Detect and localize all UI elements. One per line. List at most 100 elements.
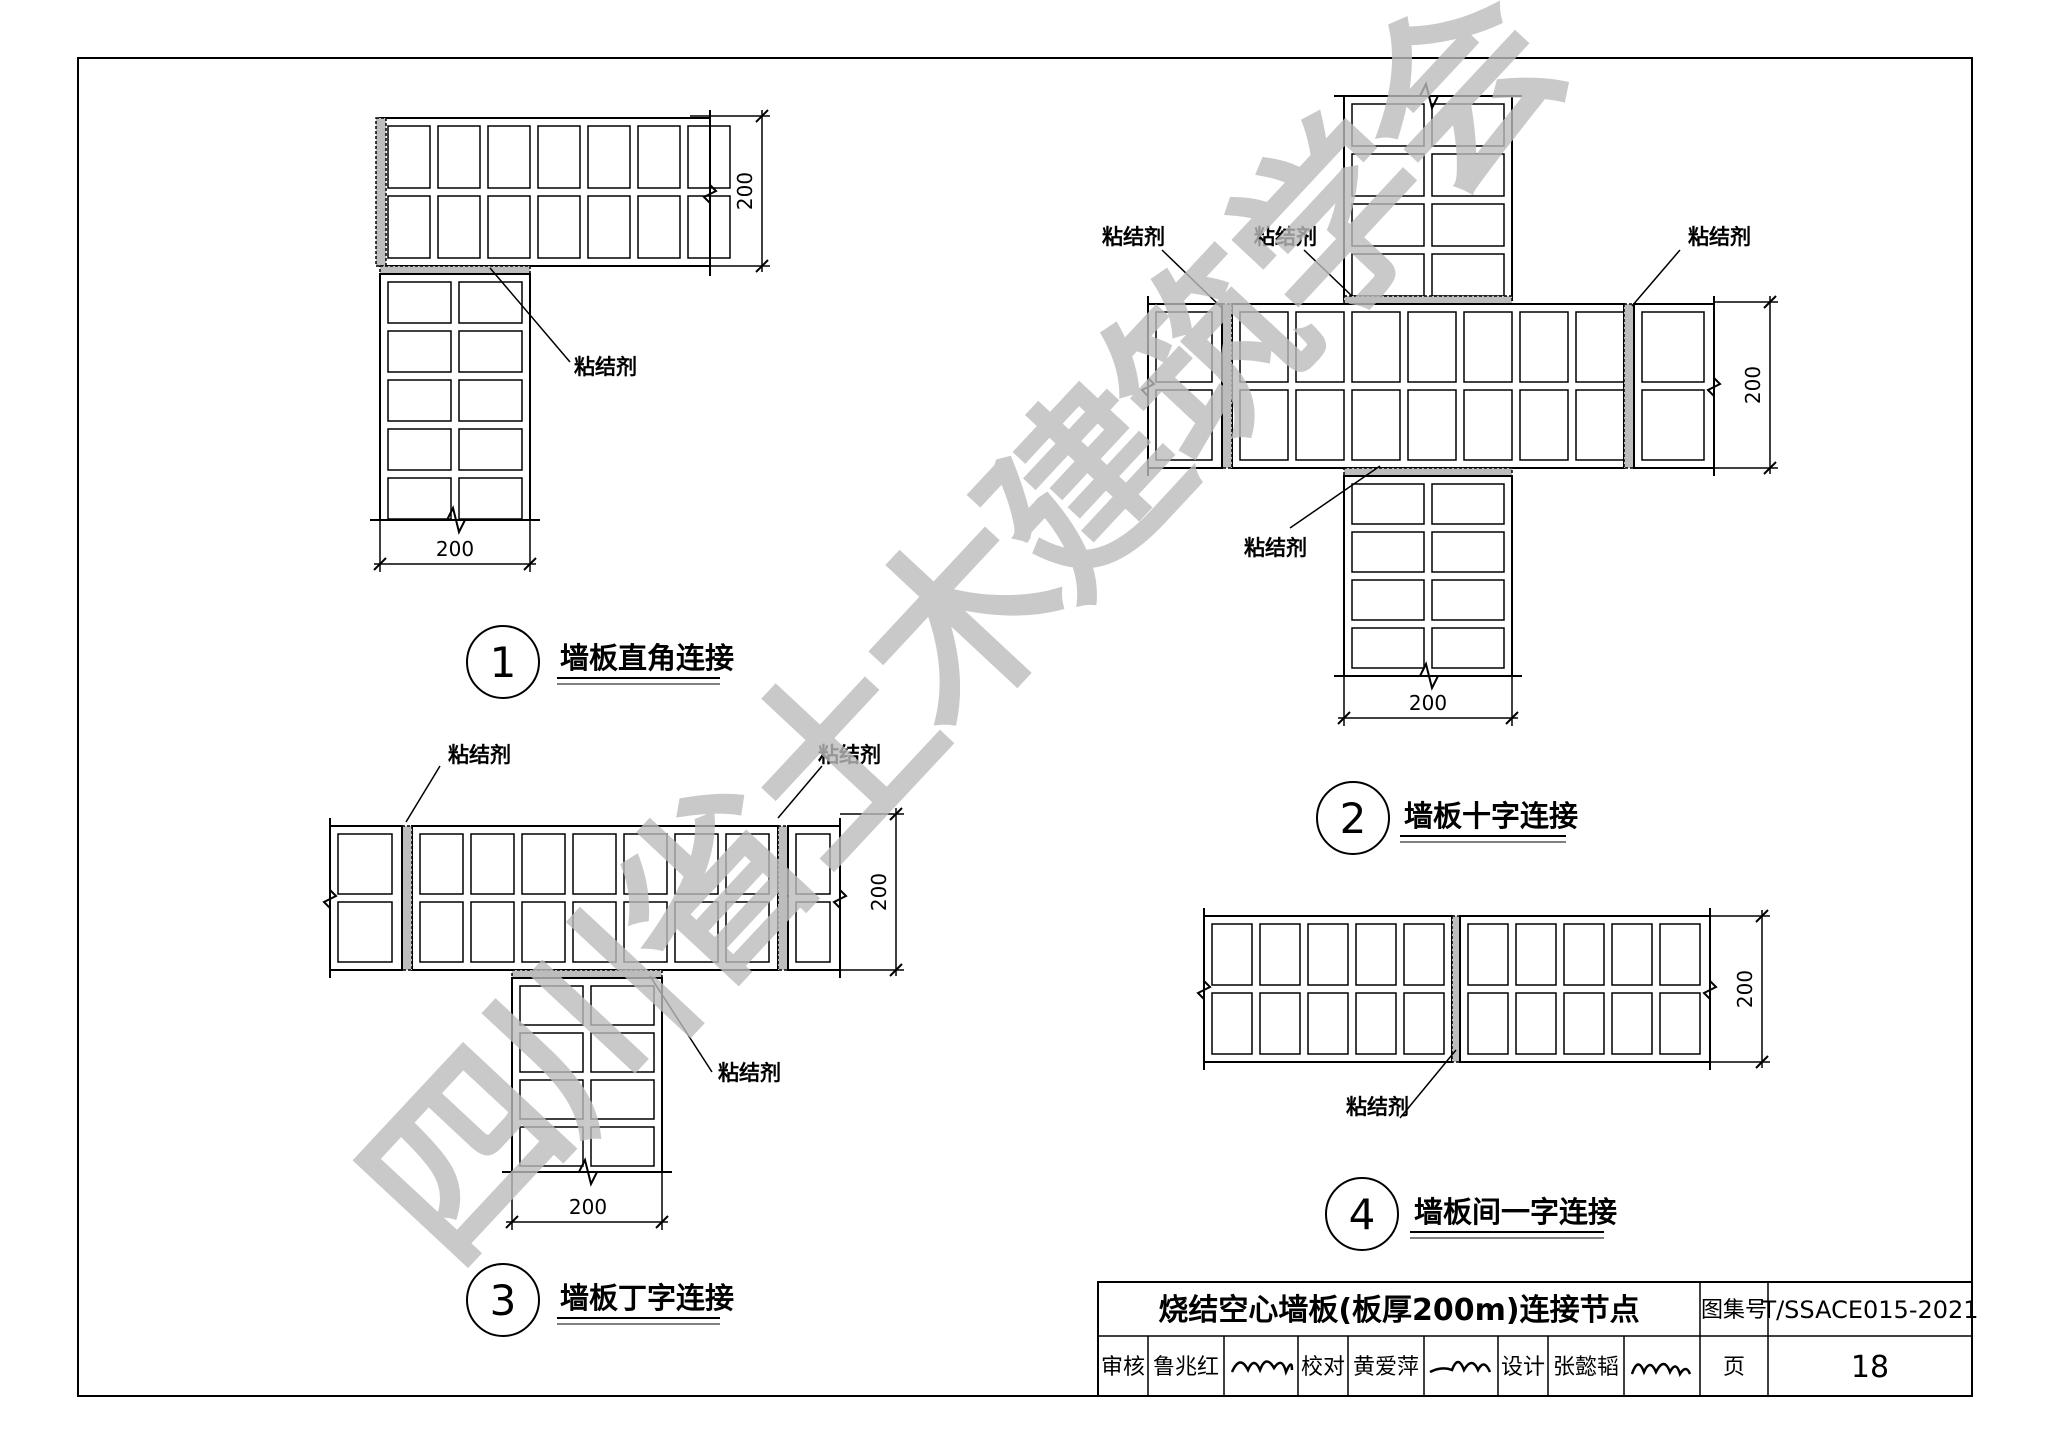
d2-top-panel-cell bbox=[1431, 153, 1505, 197]
detail-2-dim-horizontal: 200 bbox=[1409, 691, 1447, 715]
d3-main-panel-cell bbox=[572, 901, 617, 963]
detail-2-title: 墙板十字连接 bbox=[1404, 799, 1578, 833]
d1-corner-adhesive bbox=[375, 117, 387, 267]
d3-main-panel-cell bbox=[470, 833, 515, 895]
detail-1-dim-vertical: 200 bbox=[733, 172, 757, 210]
d2-right-panel-cell bbox=[1641, 311, 1705, 383]
d2-bottom-panel-cell bbox=[1431, 531, 1505, 573]
d1-top-panel-cell bbox=[437, 125, 481, 189]
d4-left-panel-cell bbox=[1307, 923, 1349, 986]
d2-bottom-panel-cell bbox=[1351, 627, 1425, 669]
d2-left-break bbox=[1140, 296, 1156, 476]
design-name: 张懿韬 bbox=[1553, 1355, 1619, 1380]
d2-bottom-panel-cell bbox=[1351, 531, 1425, 573]
d1-bottom-panel-cell bbox=[458, 281, 523, 324]
d2-bottom-break bbox=[1334, 661, 1522, 691]
d1-top-panel-cell bbox=[587, 125, 631, 189]
detail-2-adhesive-label-bottom: 粘结剂 bbox=[1244, 536, 1307, 560]
d4-right-panel-cell bbox=[1563, 923, 1605, 986]
detail-2-adhesive-label-right: 粘结剂 bbox=[1688, 225, 1751, 249]
d4-right-panel-cell bbox=[1611, 992, 1653, 1055]
d2-bottom-panel-cell bbox=[1431, 579, 1505, 621]
d1-bottom-panel-cell bbox=[387, 477, 452, 520]
drawing-frame bbox=[77, 57, 1973, 1397]
d1-top-break bbox=[702, 110, 718, 276]
d3-main-panel-cell bbox=[521, 901, 566, 963]
detail-3-adhesive-label-left: 粘结剂 bbox=[448, 743, 511, 767]
d2-left-panel-cell bbox=[1155, 389, 1213, 461]
detail-2-dimensions bbox=[1161, 249, 1778, 726]
d3-main-panel-cell bbox=[470, 901, 515, 963]
detail-1-dimensions bbox=[373, 109, 770, 572]
detail-3-number: 3 bbox=[490, 1276, 517, 1325]
d3-bottom-panel-cell bbox=[519, 1032, 584, 1073]
d4-right-panel-cell bbox=[1659, 992, 1701, 1055]
d2-bottom-panel-cell bbox=[1431, 483, 1505, 525]
d2-right-panel bbox=[1633, 303, 1715, 469]
detail-2-adhesive-label-left: 粘结剂 bbox=[1102, 225, 1165, 249]
d3-main-panel-cell bbox=[725, 833, 770, 895]
d2-main-panel-cell bbox=[1463, 311, 1513, 383]
d2-main-panel-cell bbox=[1295, 311, 1345, 383]
d3-bottom-panel-cell bbox=[590, 1079, 655, 1120]
d4-left-panel-cell bbox=[1355, 992, 1397, 1055]
d2-top-panel-cell bbox=[1431, 103, 1505, 147]
detail-3-number-circle bbox=[466, 1263, 540, 1337]
detail-4-dim-vertical: 200 bbox=[1733, 970, 1757, 1008]
design-signature bbox=[1630, 1362, 1692, 1378]
detail-1-number: 1 bbox=[490, 638, 517, 687]
detail-1-title: 墙板直角连接 bbox=[560, 641, 734, 675]
d3-left-panel-cell bbox=[337, 833, 393, 895]
detail-4-title: 墙板间一字连接 bbox=[1414, 1195, 1617, 1229]
d2-top-panel-cell bbox=[1351, 203, 1425, 247]
d3-left-adhesive bbox=[401, 825, 413, 971]
d2-right-panel-cell bbox=[1641, 389, 1705, 461]
review-label: 审核 bbox=[1101, 1355, 1145, 1380]
detail-4-dimensions bbox=[1399, 909, 1770, 1119]
d3-main-panel-cell bbox=[725, 901, 770, 963]
d4-left-break bbox=[1196, 908, 1212, 1070]
d3-bottom-panel-cell bbox=[519, 1126, 584, 1167]
d1-joint-adhesive bbox=[379, 265, 531, 275]
d1-bottom-panel-cell bbox=[458, 428, 523, 471]
detail-3-dim-vertical: 200 bbox=[867, 873, 891, 911]
detail-3-dim-horizontal: 200 bbox=[569, 1195, 607, 1219]
d3-main-panel-cell bbox=[572, 833, 617, 895]
detail-2-number: 2 bbox=[1340, 794, 1367, 843]
d2-main-panel-cell bbox=[1575, 311, 1625, 383]
d2-main-panel-cell bbox=[1407, 311, 1457, 383]
d3-main-panel-cell bbox=[623, 833, 668, 895]
d2-bottom-adhesive bbox=[1343, 467, 1513, 477]
d4-left-panel-cell bbox=[1403, 923, 1445, 986]
d4-right-break bbox=[1702, 908, 1718, 1070]
d4-right-panel bbox=[1459, 915, 1711, 1063]
d3-bottom-panel-cell bbox=[519, 985, 584, 1026]
d4-right-panel-cell bbox=[1659, 923, 1701, 986]
d1-top-panel-cell bbox=[387, 125, 431, 189]
d4-right-panel-cell bbox=[1611, 923, 1653, 986]
d1-top-panel-cell bbox=[487, 195, 531, 259]
d3-main-panel-cell bbox=[419, 901, 464, 963]
d4-left-panel-cell bbox=[1211, 923, 1253, 986]
d1-bottom-panel-cell bbox=[458, 379, 523, 422]
d4-left-panel-cell bbox=[1211, 992, 1253, 1055]
d4-left-panel-cell bbox=[1307, 992, 1349, 1055]
d1-bottom-panel-cell bbox=[458, 477, 523, 520]
d3-left-break bbox=[322, 818, 338, 978]
design-label: 设计 bbox=[1501, 1355, 1545, 1380]
d2-bottom-panel-cell bbox=[1431, 627, 1505, 669]
d4-left-panel-cell bbox=[1259, 992, 1301, 1055]
detail-2-number-circle bbox=[1316, 781, 1390, 855]
d2-top-panel-cell bbox=[1351, 103, 1425, 147]
d3-bottom-panel-cell bbox=[519, 1079, 584, 1120]
detail-3-dimensions bbox=[405, 765, 904, 1230]
d3-main-panel-cell bbox=[674, 833, 719, 895]
d1-top-panel-cell bbox=[387, 195, 431, 259]
d3-bottom-panel-cell bbox=[590, 985, 655, 1026]
d1-top-panel-cell bbox=[637, 125, 681, 189]
d1-bottom-panel bbox=[379, 273, 531, 521]
d2-main-panel-cell bbox=[1239, 311, 1289, 383]
detail-2-dim-vertical: 200 bbox=[1741, 366, 1765, 404]
d2-main-panel-cell bbox=[1463, 389, 1513, 461]
